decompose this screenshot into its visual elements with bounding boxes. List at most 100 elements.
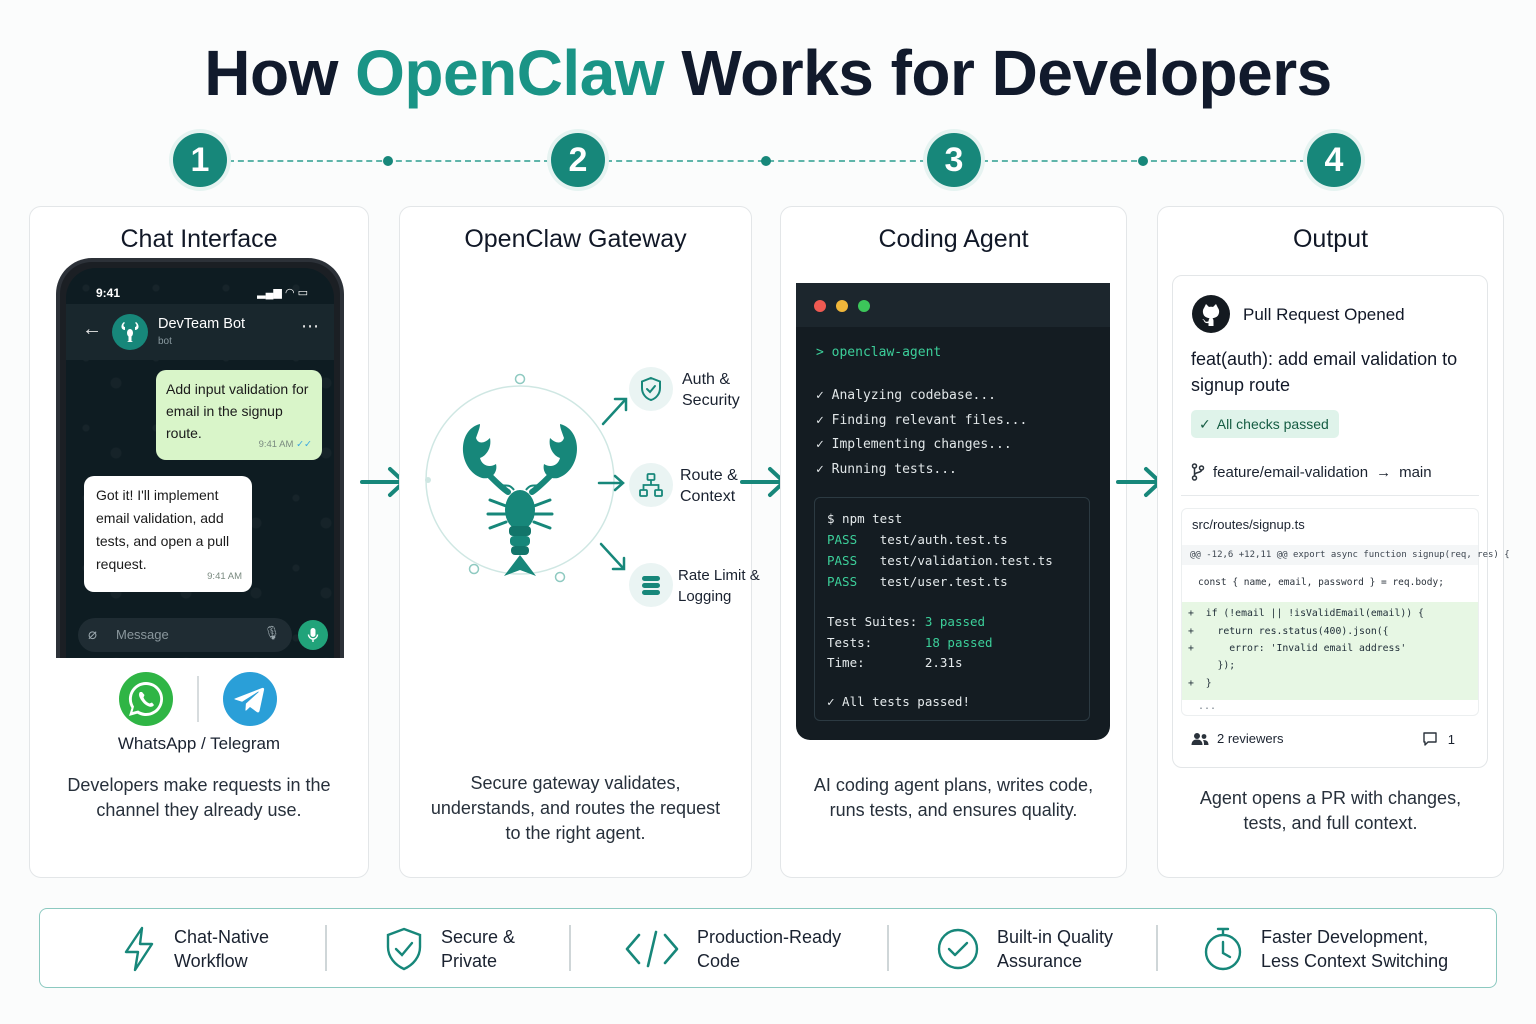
- lobster-icon: [121, 322, 139, 342]
- diff-added-line: + if (!email || !isValidEmail(email)) {: [1188, 608, 1424, 619]
- agent-description: AI coding agent plans, writes code, runs…: [813, 775, 1094, 820]
- minimize-dot-icon: [836, 300, 848, 312]
- gateway-arrow-icon: [601, 397, 628, 426]
- benefit-label: Secure &Private: [441, 927, 516, 971]
- gateway-feature-rate-limit: Rate Limit & Logging: [678, 567, 760, 605]
- card-title: Coding Agent: [878, 225, 1029, 253]
- test-command: $ npm test: [827, 511, 903, 526]
- whatsapp-icon: [118, 671, 174, 727]
- incoming-message-time: 9:41 AM: [207, 571, 242, 582]
- more-options-icon[interactable]: ⋯: [301, 316, 320, 336]
- benefit-faster: Faster Development,Less Context Switchin…: [1203, 909, 1448, 989]
- diff-more: ...: [1198, 701, 1217, 712]
- terminal-step: ✓ Analyzing codebase...: [816, 388, 997, 403]
- diff-added-block: + if (!email || !isValidEmail(email)) { …: [1182, 602, 1478, 700]
- lightning-icon: [124, 926, 154, 972]
- terminal-step: ✓ Running tests...: [816, 462, 957, 477]
- code-diff: src/routes/signup.ts @@ -12,6 +12,11 @@ …: [1181, 508, 1510, 716]
- microphone-icon: [307, 628, 319, 642]
- phone-screen: 9:41 ▂▄▆ ◠ ▭ ← DevTeam Bot bot ⋯ Add inp…: [66, 268, 334, 658]
- shield-check-icon: [629, 367, 673, 411]
- step-1-badge: 1: [173, 133, 227, 187]
- card-title: Chat Interface: [120, 225, 278, 253]
- maximize-dot-icon: [858, 300, 870, 312]
- benefit-divider: [887, 925, 889, 971]
- diff-hunk-header: @@ -12,6 +12,11 @@ export async function…: [1182, 545, 1510, 565]
- card-title: OpenClaw Gateway: [464, 225, 687, 253]
- step-4-badge: 4: [1307, 133, 1361, 187]
- channels-label: WhatsApp / Telegram: [117, 734, 281, 753]
- connector-dot: [383, 156, 393, 166]
- comments[interactable]: 1: [1422, 731, 1455, 747]
- test-suites-summary: Test Suites: 3 passed: [827, 614, 986, 629]
- phone-mockup: 9:41 ▂▄▆ ◠ ▭ ← DevTeam Bot bot ⋯ Add inp…: [56, 258, 344, 658]
- back-arrow-icon[interactable]: ←: [82, 318, 102, 340]
- arrow-right-icon: →: [1376, 463, 1392, 481]
- stopwatch-icon: [1204, 927, 1242, 971]
- connector-dot: [1138, 156, 1148, 166]
- chat-header: ← DevTeam Bot bot ⋯: [66, 304, 334, 360]
- status-icons: ▂▄▆ ◠ ▭: [257, 287, 308, 299]
- title-suffix: Works for Developers: [681, 37, 1332, 109]
- comments-count: 1: [1447, 731, 1455, 747]
- terminal-prompt: > openclaw-agent: [816, 345, 942, 360]
- card-title: Output: [1292, 225, 1369, 253]
- reviewers[interactable]: 2 reviewers: [1191, 731, 1283, 746]
- terminal-window: > openclaw-agent ✓ Analyzing codebase...…: [796, 283, 1110, 740]
- checks-badge: ✓ All checks passed: [1191, 410, 1339, 438]
- time-summary: Time: 2.31s: [827, 655, 963, 670]
- terminal-step: ✓ Finding relevant files...: [816, 413, 1028, 428]
- step-3-badge: 3: [927, 133, 981, 187]
- checks-label: All checks passed: [1216, 416, 1329, 432]
- title-accent: OpenClaw: [355, 37, 665, 109]
- terminal-step: ✓ Implementing changes...: [816, 437, 1012, 452]
- status-time: 9:41: [96, 286, 121, 300]
- benefit-divider: [569, 925, 571, 971]
- diff-added-line: });: [1188, 660, 1236, 671]
- message-placeholder: Message: [116, 627, 169, 642]
- reviewers-label: 2 reviewers: [1217, 731, 1284, 746]
- chat-description: Developers make requests in the channel …: [67, 775, 331, 820]
- comment-icon: [1423, 732, 1437, 746]
- diff-added-line: + }: [1188, 678, 1212, 689]
- message-input[interactable]: ⌀ Message 🎙: [78, 618, 292, 652]
- pull-request-card[interactable]: Pull Request Opened feat(auth): add emai…: [1172, 275, 1510, 768]
- tests-summary: Tests: 18 passed: [827, 635, 993, 650]
- outgoing-message-text: Add input validation for email in the si…: [166, 381, 309, 441]
- benefit-divider: [325, 925, 327, 971]
- pr-title: feat(auth): add email validation to sign…: [1191, 349, 1458, 395]
- test-result-row: PASS test/auth.test.ts: [827, 532, 1008, 547]
- gateway-feature-auth: Auth & Security: [682, 371, 740, 409]
- connector-dot: [761, 156, 771, 166]
- branch-from: feature/email-validation: [1213, 463, 1369, 481]
- bot-avatar: [112, 314, 148, 350]
- gateway-description: Secure gateway validates, understands, a…: [430, 773, 721, 843]
- check-circle-icon: [937, 928, 979, 970]
- test-result-row: PASS test/validation.test.ts: [827, 553, 1053, 568]
- icon-divider: [197, 676, 199, 722]
- users-icon: [1191, 732, 1209, 745]
- benefit-secure: Secure &Private: [385, 909, 515, 989]
- close-dot-icon: [814, 300, 826, 312]
- gateway-arrow-icon: [597, 474, 625, 492]
- github-icon: [1192, 295, 1230, 333]
- git-branch-icon: [1191, 463, 1205, 481]
- branch-to: main: [1399, 463, 1432, 481]
- pr-heading: Pull Request Opened: [1243, 305, 1405, 324]
- divider: [1181, 495, 1479, 496]
- voice-button[interactable]: [298, 620, 328, 650]
- mic-icon[interactable]: 🎙: [263, 625, 280, 640]
- all-tests-passed: ✓ All tests passed!: [827, 694, 970, 709]
- attach-icon[interactable]: ⌀: [88, 626, 98, 643]
- step-2-badge: 2: [551, 133, 605, 187]
- diff-added-line: + error: 'Invalid email address': [1188, 643, 1407, 654]
- benefit-divider: [1156, 925, 1158, 971]
- database-stack-icon: [629, 563, 673, 607]
- page-title: How OpenClaw Works for Developers: [0, 36, 1536, 110]
